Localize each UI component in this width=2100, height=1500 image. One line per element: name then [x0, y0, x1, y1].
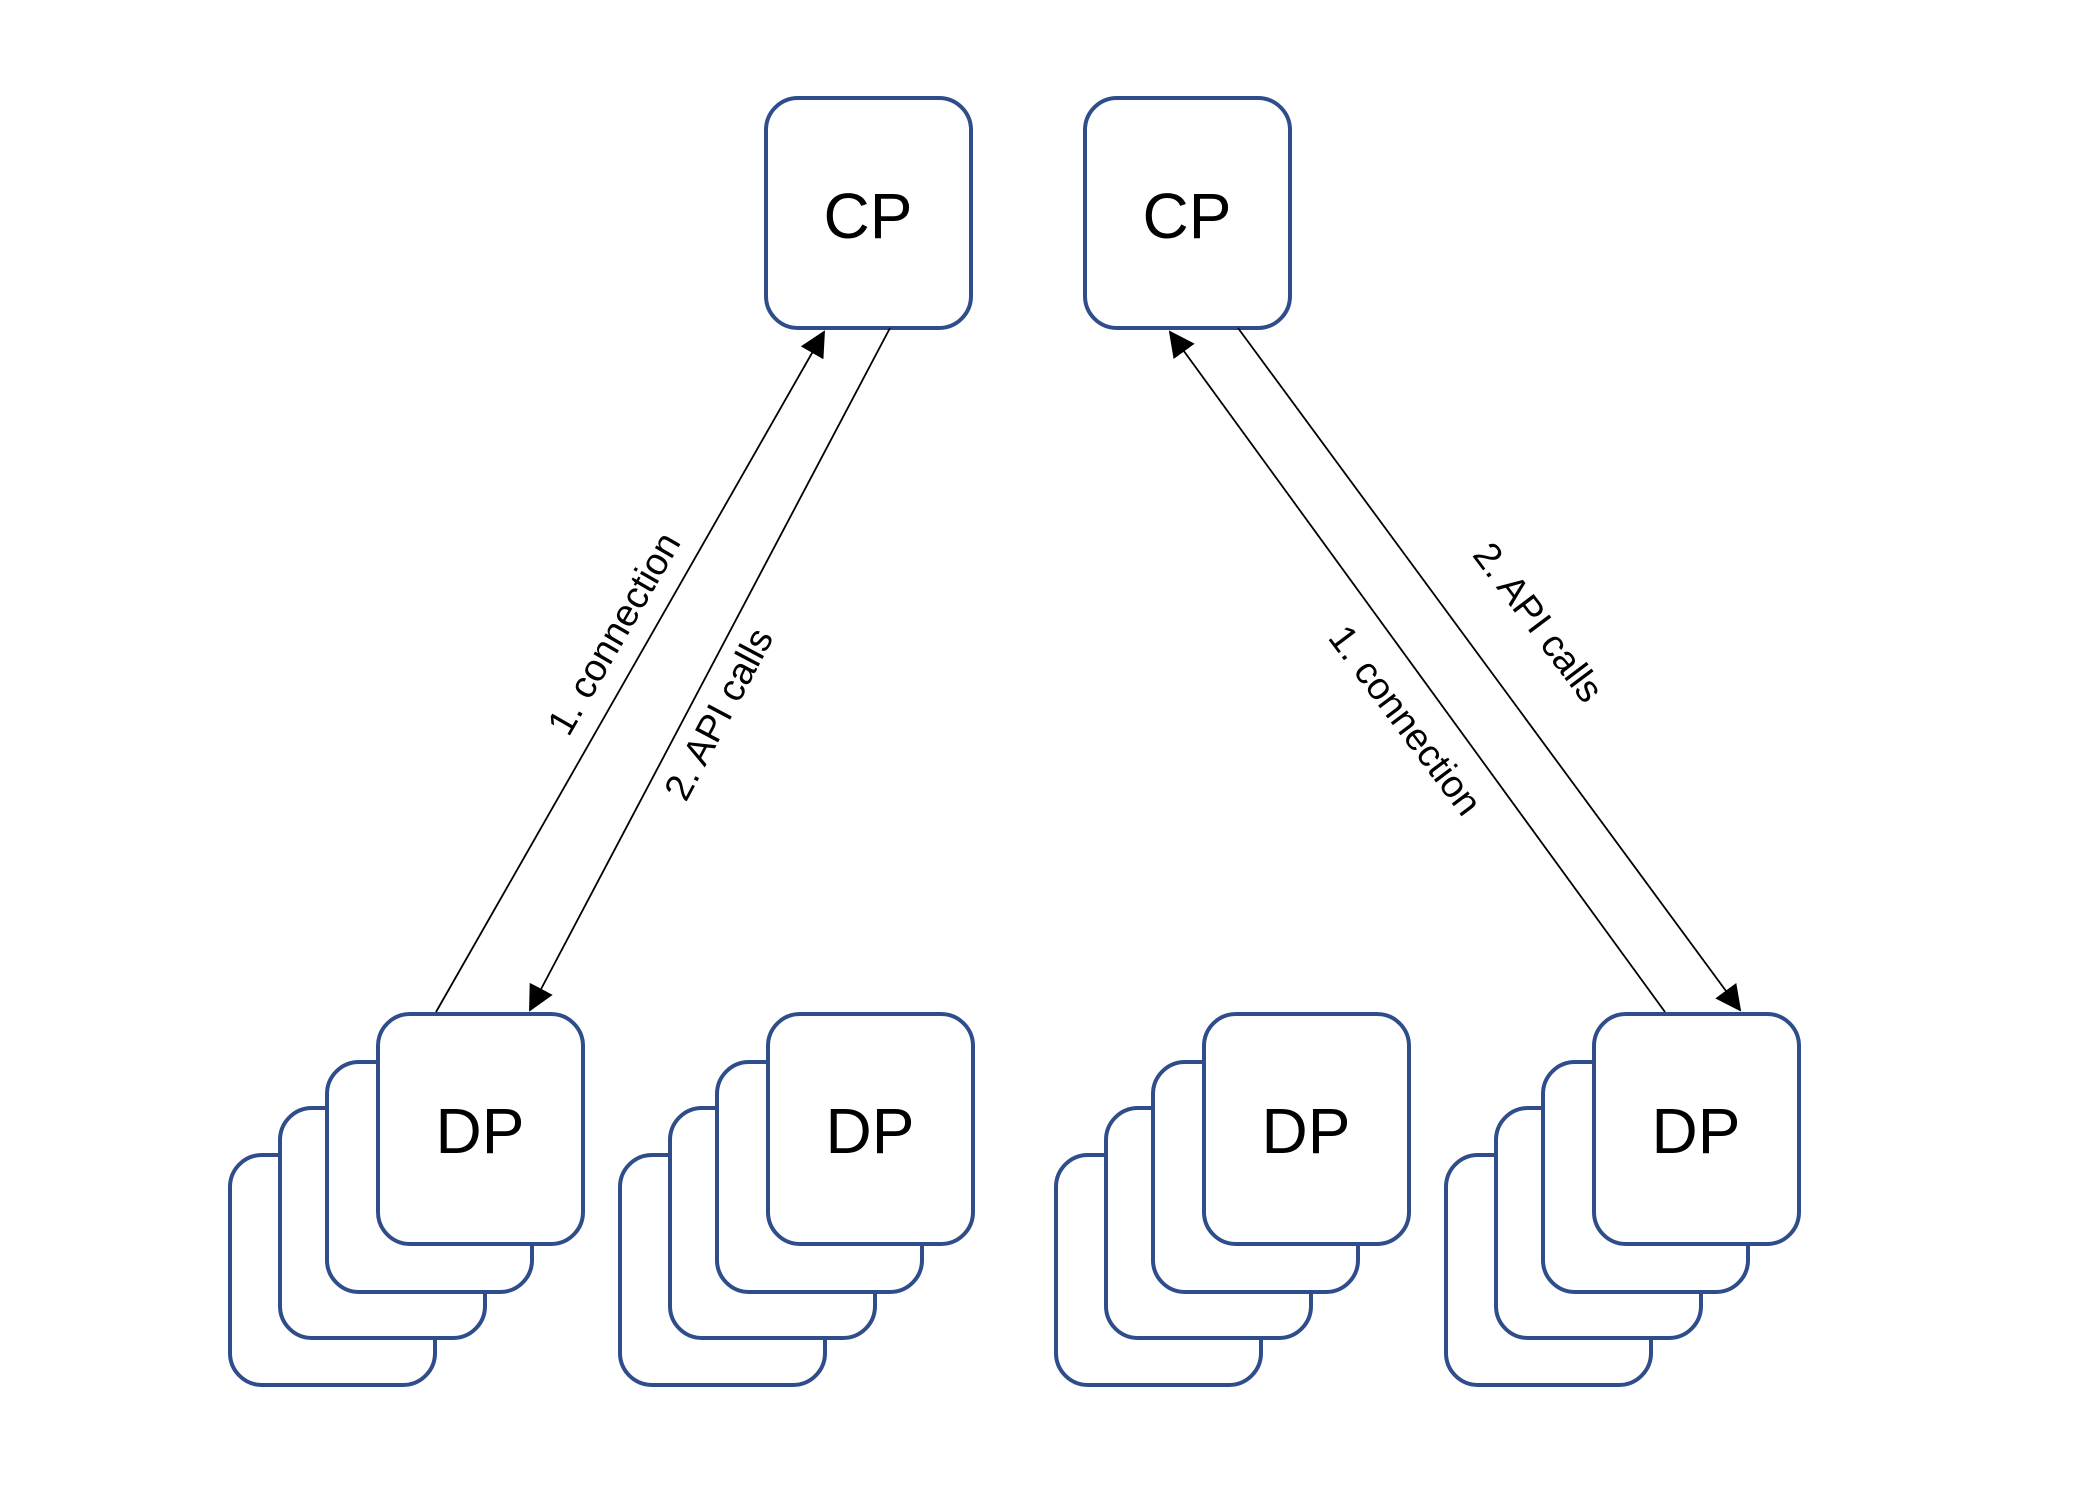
right-connection-arrow: [1168, 330, 1666, 1013]
right-connection-label: 1. connection: [1320, 618, 1490, 824]
left-connection-label: 1. connection: [540, 526, 689, 743]
data-plane-stack-3: DP: [1054, 1012, 1411, 1387]
control-plane-left: CP: [764, 96, 973, 330]
control-plane-right: CP: [1083, 96, 1292, 330]
data-plane-stack-2-label: DP: [826, 1095, 915, 1167]
control-plane-left-label: CP: [824, 180, 913, 252]
right-api-calls-arrow: [1237, 327, 1742, 1012]
data-plane-stack-2: DP: [618, 1012, 975, 1387]
data-plane-stack-4-label: DP: [1652, 1095, 1741, 1167]
data-plane-stack-1-label: DP: [436, 1095, 525, 1167]
data-plane-stack-3-label: DP: [1262, 1095, 1351, 1167]
right-api-calls-label: 2. API calls: [1464, 535, 1611, 710]
data-plane-stack-1: DP: [228, 1012, 585, 1387]
control-plane-right-label: CP: [1143, 180, 1232, 252]
left-connection-arrow: [435, 330, 825, 1013]
data-plane-stack-4: DP: [1444, 1012, 1801, 1387]
left-api-calls-arrow: [529, 327, 891, 1012]
